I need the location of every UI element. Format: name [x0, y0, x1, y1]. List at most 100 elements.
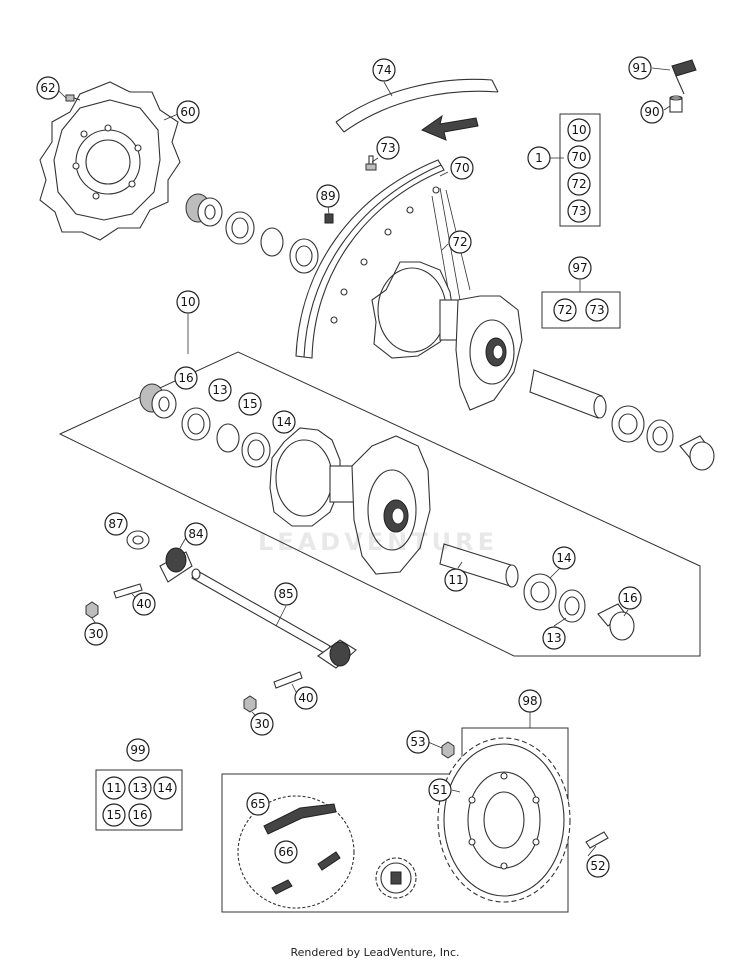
svg-text:65: 65 — [250, 797, 265, 811]
svg-text:16: 16 — [178, 371, 193, 385]
svg-text:90: 90 — [644, 105, 659, 119]
callout-98: 98 — [518, 689, 542, 713]
callout-1: 1 — [527, 146, 551, 170]
sprocket-bolt-52 — [585, 831, 609, 849]
svg-text:62: 62 — [40, 81, 55, 95]
callout-99-11: 11 — [102, 776, 126, 800]
kit-10-frame — [58, 351, 701, 657]
direction-arrow — [420, 114, 479, 141]
callout-60: 60 — [176, 100, 200, 124]
callout-30b: 30 — [250, 712, 274, 736]
svg-text:10: 10 — [180, 295, 195, 309]
callout-65: 65 — [246, 792, 270, 816]
brake-disc-60 — [39, 81, 181, 241]
callout-14b: 14 — [552, 546, 576, 570]
nut-30-right — [243, 695, 257, 713]
rim-70 — [295, 159, 445, 359]
hub-center — [269, 427, 431, 575]
exploded-parts-diagram: 62 60 74 73 70 89 72 91 90 1 10 70 72 73… — [36, 56, 715, 913]
svg-text:30: 30 — [254, 717, 269, 731]
svg-text:72: 72 — [452, 235, 467, 249]
callout-16b: 16 — [618, 586, 642, 610]
callout-73: 73 — [376, 136, 400, 160]
nipple-89 — [324, 213, 334, 224]
bearing-14-right — [523, 573, 557, 611]
callout-72: 72 — [448, 230, 472, 254]
svg-text:51: 51 — [432, 783, 447, 797]
callout-99: 99 — [126, 738, 150, 762]
svg-text:11: 11 — [106, 781, 121, 795]
callout-85: 85 — [274, 582, 298, 606]
callout-40: 40 — [132, 592, 156, 616]
svg-text:85: 85 — [278, 587, 293, 601]
svg-text:16: 16 — [622, 591, 637, 605]
svg-text:91: 91 — [632, 61, 647, 75]
bolt-40-left — [113, 583, 143, 599]
sprocket-nut-53 — [441, 741, 455, 759]
svg-text:72: 72 — [571, 177, 586, 191]
svg-text:11: 11 — [448, 573, 463, 587]
svg-text:60: 60 — [180, 105, 195, 119]
bolt-40-right — [273, 671, 303, 689]
valve-cap-91 — [671, 59, 697, 95]
callout-1-10: 10 — [567, 118, 591, 142]
chain-adjuster-right — [317, 639, 357, 669]
chain-65 — [237, 795, 355, 909]
bearing-14-left — [241, 432, 271, 468]
seal-13-left — [181, 407, 211, 441]
svg-text:40: 40 — [298, 691, 313, 705]
svg-text:14: 14 — [276, 415, 291, 429]
axle-85 — [191, 568, 331, 655]
svg-text:13: 13 — [212, 383, 227, 397]
front-sprocket — [375, 857, 417, 899]
svg-text:72: 72 — [557, 303, 572, 317]
watermark: LEADVENTURE — [258, 528, 498, 556]
svg-text:99: 99 — [130, 743, 145, 757]
callout-70: 70 — [450, 156, 474, 180]
kit-1-box — [559, 113, 601, 227]
leader-lines — [57, 67, 671, 857]
callout-1-70: 70 — [567, 145, 591, 169]
circlip-upper-left — [260, 227, 284, 257]
svg-text:70: 70 — [571, 150, 586, 164]
svg-text:30: 30 — [88, 627, 103, 641]
svg-text:15: 15 — [106, 808, 121, 822]
svg-text:15: 15 — [242, 397, 257, 411]
svg-text:73: 73 — [589, 303, 604, 317]
svg-text:73: 73 — [380, 141, 395, 155]
callout-51: 51 — [428, 778, 452, 802]
nut-30-left — [85, 601, 99, 619]
spacer-11 — [439, 543, 519, 588]
tire-74 — [335, 78, 499, 133]
chain-adjuster-84 — [159, 547, 193, 583]
callout-90: 90 — [640, 100, 664, 124]
spacer-upper-right — [679, 435, 715, 471]
callout-13: 13 — [208, 378, 232, 402]
callout-53: 53 — [406, 730, 430, 754]
svg-text:98: 98 — [522, 694, 537, 708]
callout-87: 87 — [104, 512, 128, 536]
callout-1-73: 73 — [567, 199, 591, 223]
kit-99-box — [95, 769, 183, 831]
seal-upper-left — [225, 211, 255, 245]
callout-89: 89 — [316, 184, 340, 208]
valve-73 — [365, 155, 377, 171]
circlip-15 — [216, 423, 240, 453]
svg-text:84: 84 — [188, 527, 203, 541]
callout-99-13: 13 — [128, 776, 152, 800]
svg-text:53: 53 — [410, 735, 425, 749]
callout-74: 74 — [372, 58, 396, 82]
callout-14: 14 — [272, 410, 296, 434]
svg-text:16: 16 — [132, 808, 147, 822]
svg-text:70: 70 — [454, 161, 469, 175]
kit-97-box — [541, 291, 621, 329]
svg-text:14: 14 — [157, 781, 172, 795]
svg-text:10: 10 — [571, 123, 586, 137]
callout-91: 91 — [628, 56, 652, 80]
svg-text:66: 66 — [278, 845, 293, 859]
bearing-upper-right — [611, 405, 645, 443]
spacer-87 — [126, 530, 150, 550]
spacer-16-left — [139, 383, 177, 419]
spacer-upper-left — [185, 193, 223, 227]
svg-text:14: 14 — [556, 551, 571, 565]
